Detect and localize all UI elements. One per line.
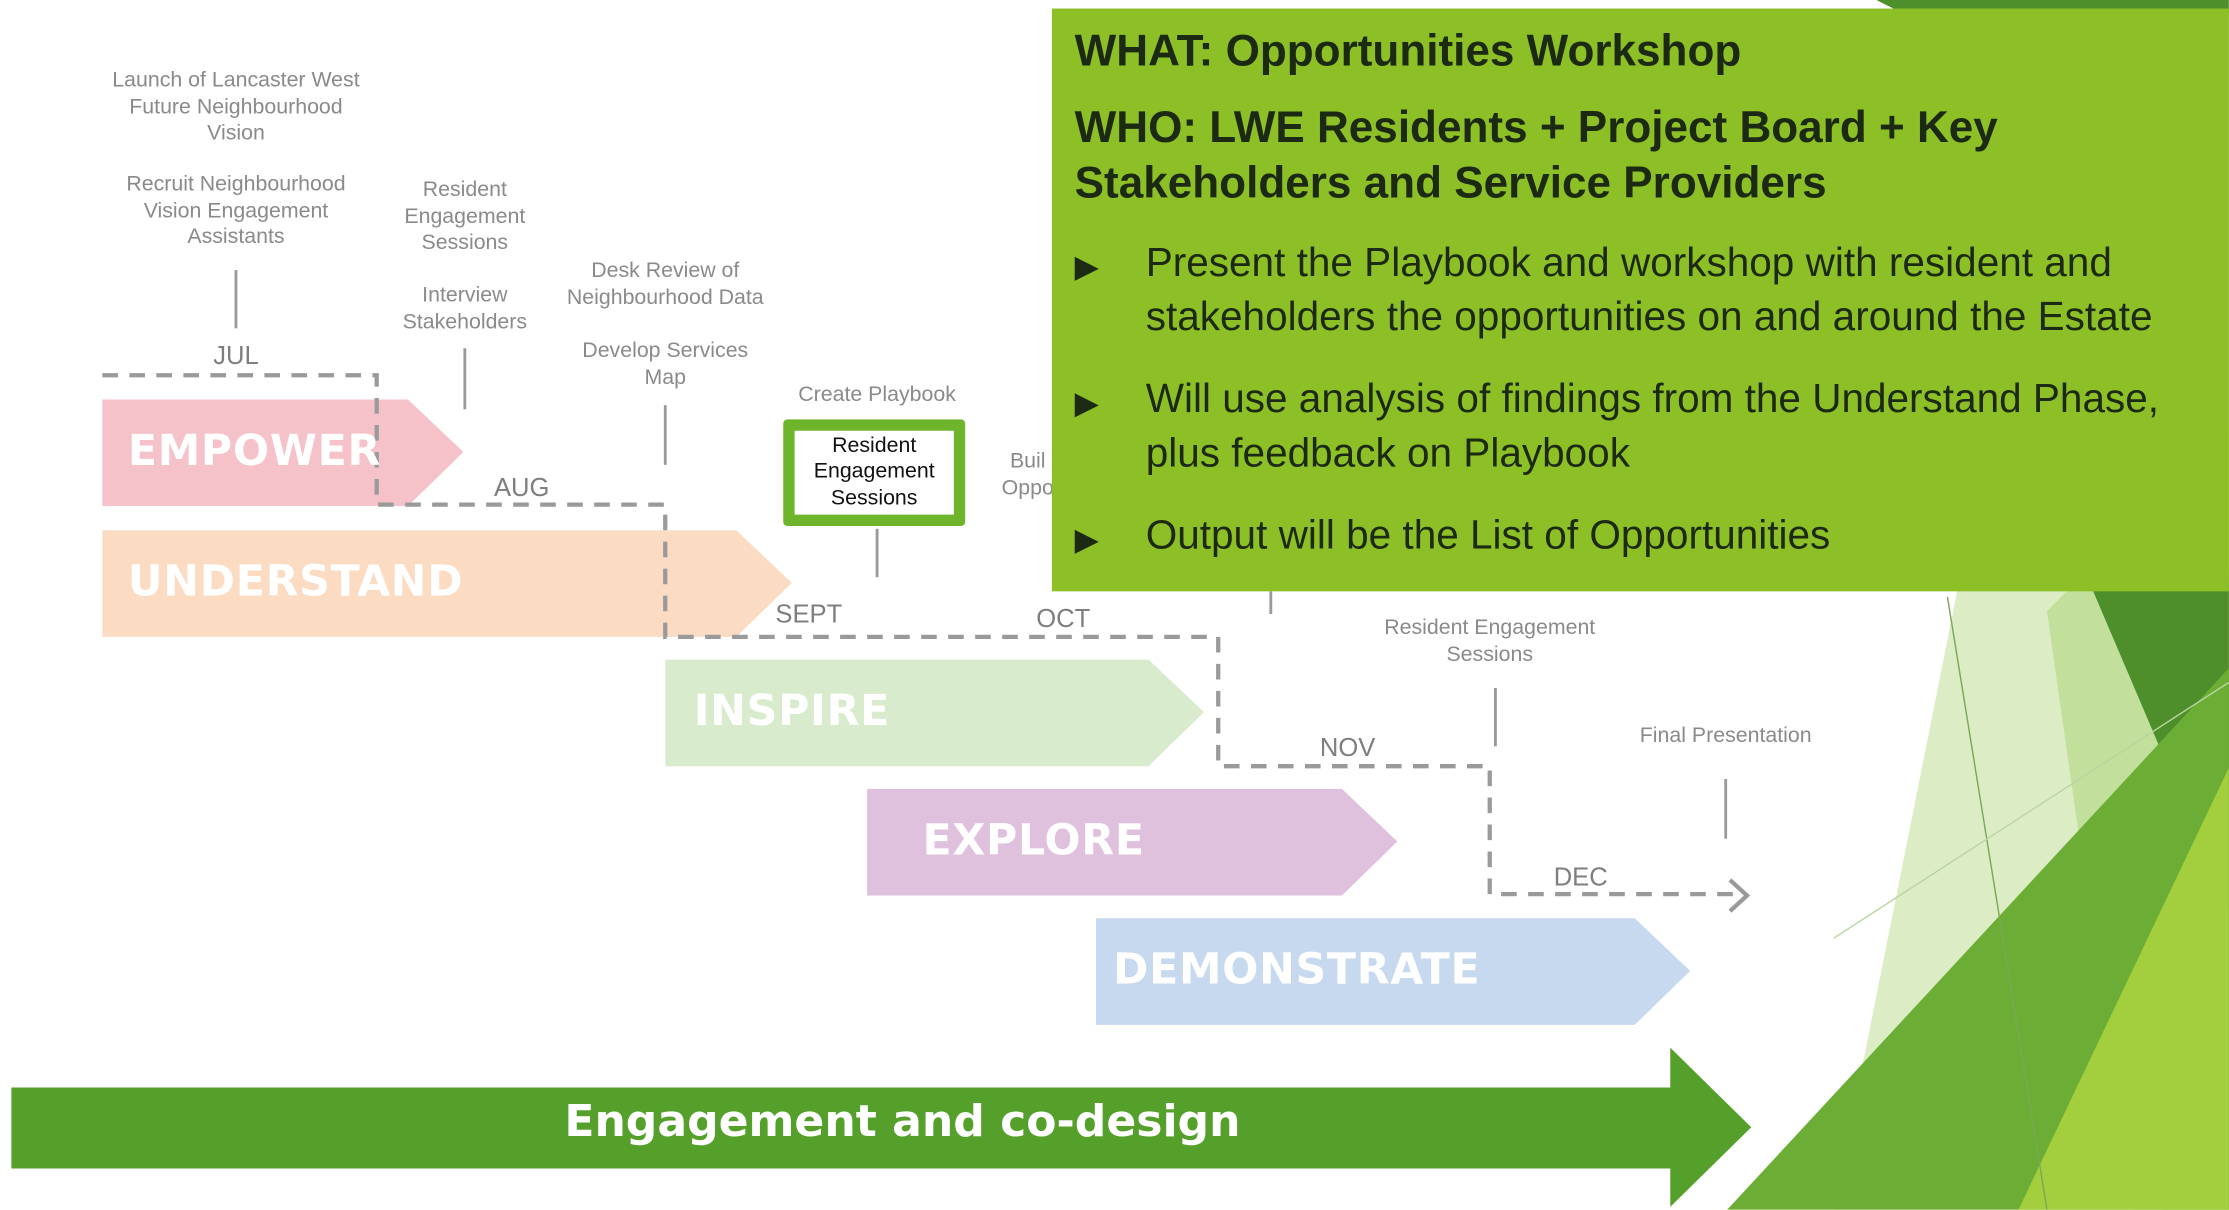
deco-shape-lime [2018, 767, 2229, 1210]
phase-bar-empower [102, 399, 464, 507]
panel-who-heading: WHO: LWE Residents + Project Board + Key… [1074, 102, 1998, 208]
info-panel: WHAT: Opportunities Workshop WHO: LWE Re… [1051, 8, 2229, 592]
month-label-sept: SEPT [775, 599, 843, 629]
panel-bullet: ▶ Will use analysis of findings from the… [1075, 372, 2204, 480]
deco-line-1 [1946, 596, 2048, 1210]
annotation-resident-sessions-nov: Resident Engagement Sessions [1384, 615, 1596, 666]
month-label-nov: NOV [1319, 733, 1376, 762]
timeline-arrowhead [1728, 878, 1751, 913]
engagement-banner-label: Engagement and co-design [564, 1095, 1241, 1148]
phase-label-understand: UNDERSTAND [127, 557, 464, 607]
decorative-green-shapes [1727, 0, 2229, 1210]
panel-bullet: ▶ Output will be the List of Opportuniti… [1075, 509, 2204, 563]
phase-bar-demonstrate [1095, 918, 1691, 1025]
month-label-dec: DEC [1553, 862, 1608, 892]
panel-bullet-text: Present the Playbook and workshop with r… [1145, 240, 2153, 340]
annotation-interview-stakeholders: Interview Stakeholders [402, 282, 528, 334]
panel-bullet-text: Will use analysis of findings from the U… [1145, 376, 2160, 477]
triangle-bullet-icon: ▶ [1074, 385, 1099, 421]
panel-bullet-text: Output will be the List of Opportunities [1145, 513, 1831, 559]
deco-line-2 [1833, 681, 2229, 939]
annotation-services-map: Develop Services Map [582, 338, 749, 389]
month-label-jul: JUL [213, 341, 259, 370]
phase-label-empower: EMPOWER [127, 426, 382, 477]
annotation-create-playbook: Create Playbook [798, 382, 956, 407]
engagement-banner-arrow [11, 1047, 1752, 1207]
highlight-resident-sessions: Resident Engagement Sessions [783, 419, 966, 526]
phase-bar-understand [102, 530, 792, 637]
phase-label-explore: EXPLORE [922, 815, 1145, 866]
annotation-final-presentation: Final Presentation [1639, 723, 1812, 748]
month-label-aug: AUG [493, 473, 550, 502]
annotation-recruit-assistants: Recruit Neighbourhood Vision Engagement … [126, 172, 346, 249]
annotation-launch-vision: Launch of Lancaster West Future Neighbou… [112, 68, 360, 145]
phase-label-demonstrate: DEMONSTRATE [1113, 945, 1481, 996]
timeline-dashed-path [102, 373, 1738, 897]
triangle-bullet-icon: ▶ [1074, 521, 1099, 558]
month-label-oct: OCT [1036, 604, 1091, 633]
panel-bullet-list: ▶ Present the Playbook and workshop with… [1075, 236, 2204, 563]
annotation-desk-review: Desk Review of Neighbourhood Data [566, 258, 764, 310]
phase-bar-explore [867, 788, 1398, 896]
phase-bar-inspire [665, 659, 1205, 767]
panel-bullet: ▶ Present the Playbook and workshop with… [1075, 236, 2204, 344]
highlight-resident-sessions-label: Resident Engagement Sessions [813, 433, 935, 510]
triangle-bullet-icon: ▶ [1074, 248, 1099, 285]
annotation-resident-sessions-aug: Resident Engagement Sessions [404, 177, 526, 255]
panel-what-heading: WHAT: Opportunities Workshop [1074, 25, 1742, 76]
annotation-build-opportunities: Buil Oppo [1001, 449, 1054, 500]
phase-label-inspire: INSPIRE [693, 686, 891, 737]
